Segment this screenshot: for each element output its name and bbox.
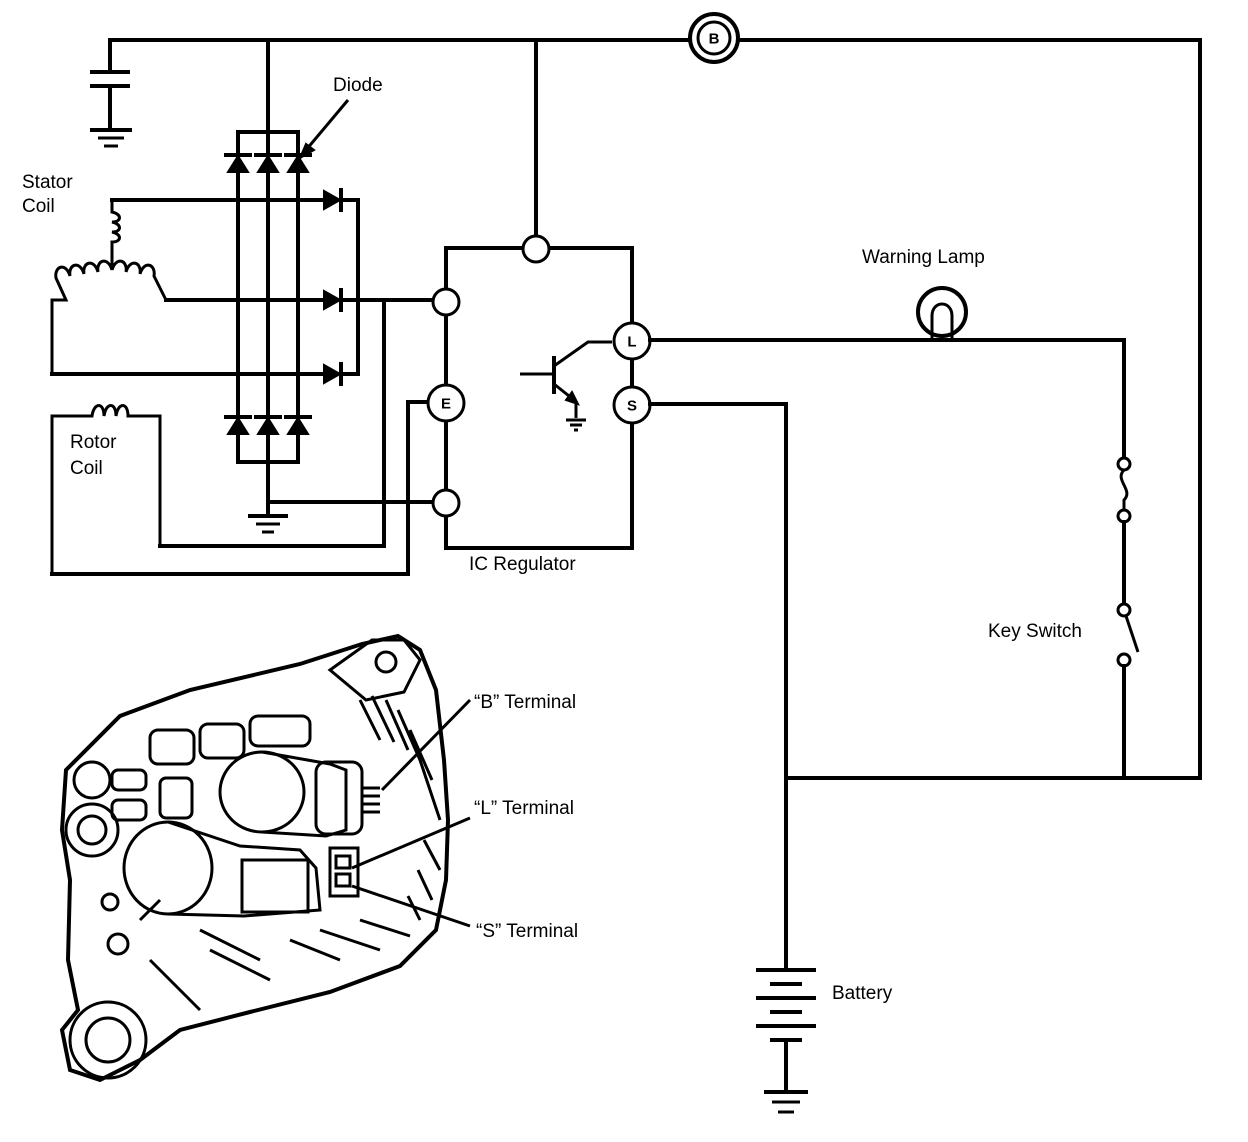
fuse-symbol — [1116, 456, 1132, 606]
diode-phase-1 — [323, 188, 343, 212]
regulator-terminal-top — [521, 234, 551, 264]
battery-symbol — [756, 968, 816, 1092]
b-terminal-callout-label: “B” Terminal — [474, 692, 576, 713]
s-terminal-callout-label: “S” Terminal — [476, 921, 578, 942]
rotor-field-wires — [50, 300, 430, 576]
rotor-coil-label-line1: Rotor — [70, 432, 117, 453]
s-terminal-callout-line — [351, 884, 471, 928]
l-terminal: L — [612, 321, 652, 361]
key-switch-symbol — [1116, 602, 1140, 780]
s-terminal: S — [612, 385, 652, 425]
b-terminal-callout-line — [380, 698, 472, 792]
ground-symbol-capacitor — [90, 128, 132, 148]
warning-lamp-label: Warning Lamp — [862, 247, 985, 268]
diode-lower-1 — [224, 415, 252, 435]
phase-output-bus — [339, 198, 436, 376]
stator-coil-label-line1: Stator — [22, 172, 73, 193]
warning-lamp-symbol — [916, 286, 968, 342]
l-terminal-wire — [648, 338, 1126, 460]
regulator-terminal-ground — [431, 488, 461, 518]
rotor-coil-label-line2: Coil — [70, 458, 103, 479]
transistor-symbol — [520, 340, 612, 432]
e-terminal: E — [426, 383, 466, 423]
stator-coil-winding-right — [110, 259, 168, 301]
key-switch-label: Key Switch — [988, 621, 1082, 642]
b-terminal: B — [688, 12, 740, 64]
diode-upper-3 — [284, 153, 312, 173]
diode-upper-1 — [224, 153, 252, 173]
stator-coil-winding-left — [50, 259, 114, 374]
battery-label: Battery — [832, 983, 893, 1004]
stator-phase-wires — [50, 198, 324, 376]
l-terminal-callout-label: “L” Terminal — [474, 798, 574, 819]
ground-symbol-battery — [764, 1090, 808, 1114]
diode-lower-2 — [254, 415, 282, 435]
stator-coil-label-line2: Coil — [22, 196, 55, 217]
diode-upper-2 — [254, 153, 282, 173]
alternator-illustration — [59, 633, 451, 1083]
ground-symbol-rectifier — [248, 500, 288, 534]
rectifier-bridge — [236, 38, 387, 504]
b-terminal-letter: B — [709, 31, 720, 48]
stator-coil-winding-top — [110, 200, 121, 270]
diode-label: Diode — [333, 75, 383, 96]
diode-phase-2 — [323, 288, 343, 312]
s-terminal-letter: S — [627, 398, 637, 415]
l-terminal-letter: L — [627, 334, 636, 351]
s-terminal-wire — [648, 402, 1127, 972]
diode-pointer-arrowhead — [297, 142, 316, 161]
top-bus-wire — [108, 38, 1202, 780]
capacitor-symbol — [90, 38, 130, 130]
diode-lower-3 — [284, 415, 312, 435]
diode-pointer-line — [304, 99, 350, 151]
rotor-coil-winding — [50, 404, 162, 574]
ic-regulator-label: IC Regulator — [469, 554, 576, 575]
ic-regulator-box — [384, 38, 634, 550]
diode-phase-3 — [323, 362, 343, 386]
l-terminal-callout-line — [351, 816, 471, 870]
regulator-terminal-stator — [431, 287, 461, 317]
e-terminal-letter: E — [441, 396, 451, 413]
